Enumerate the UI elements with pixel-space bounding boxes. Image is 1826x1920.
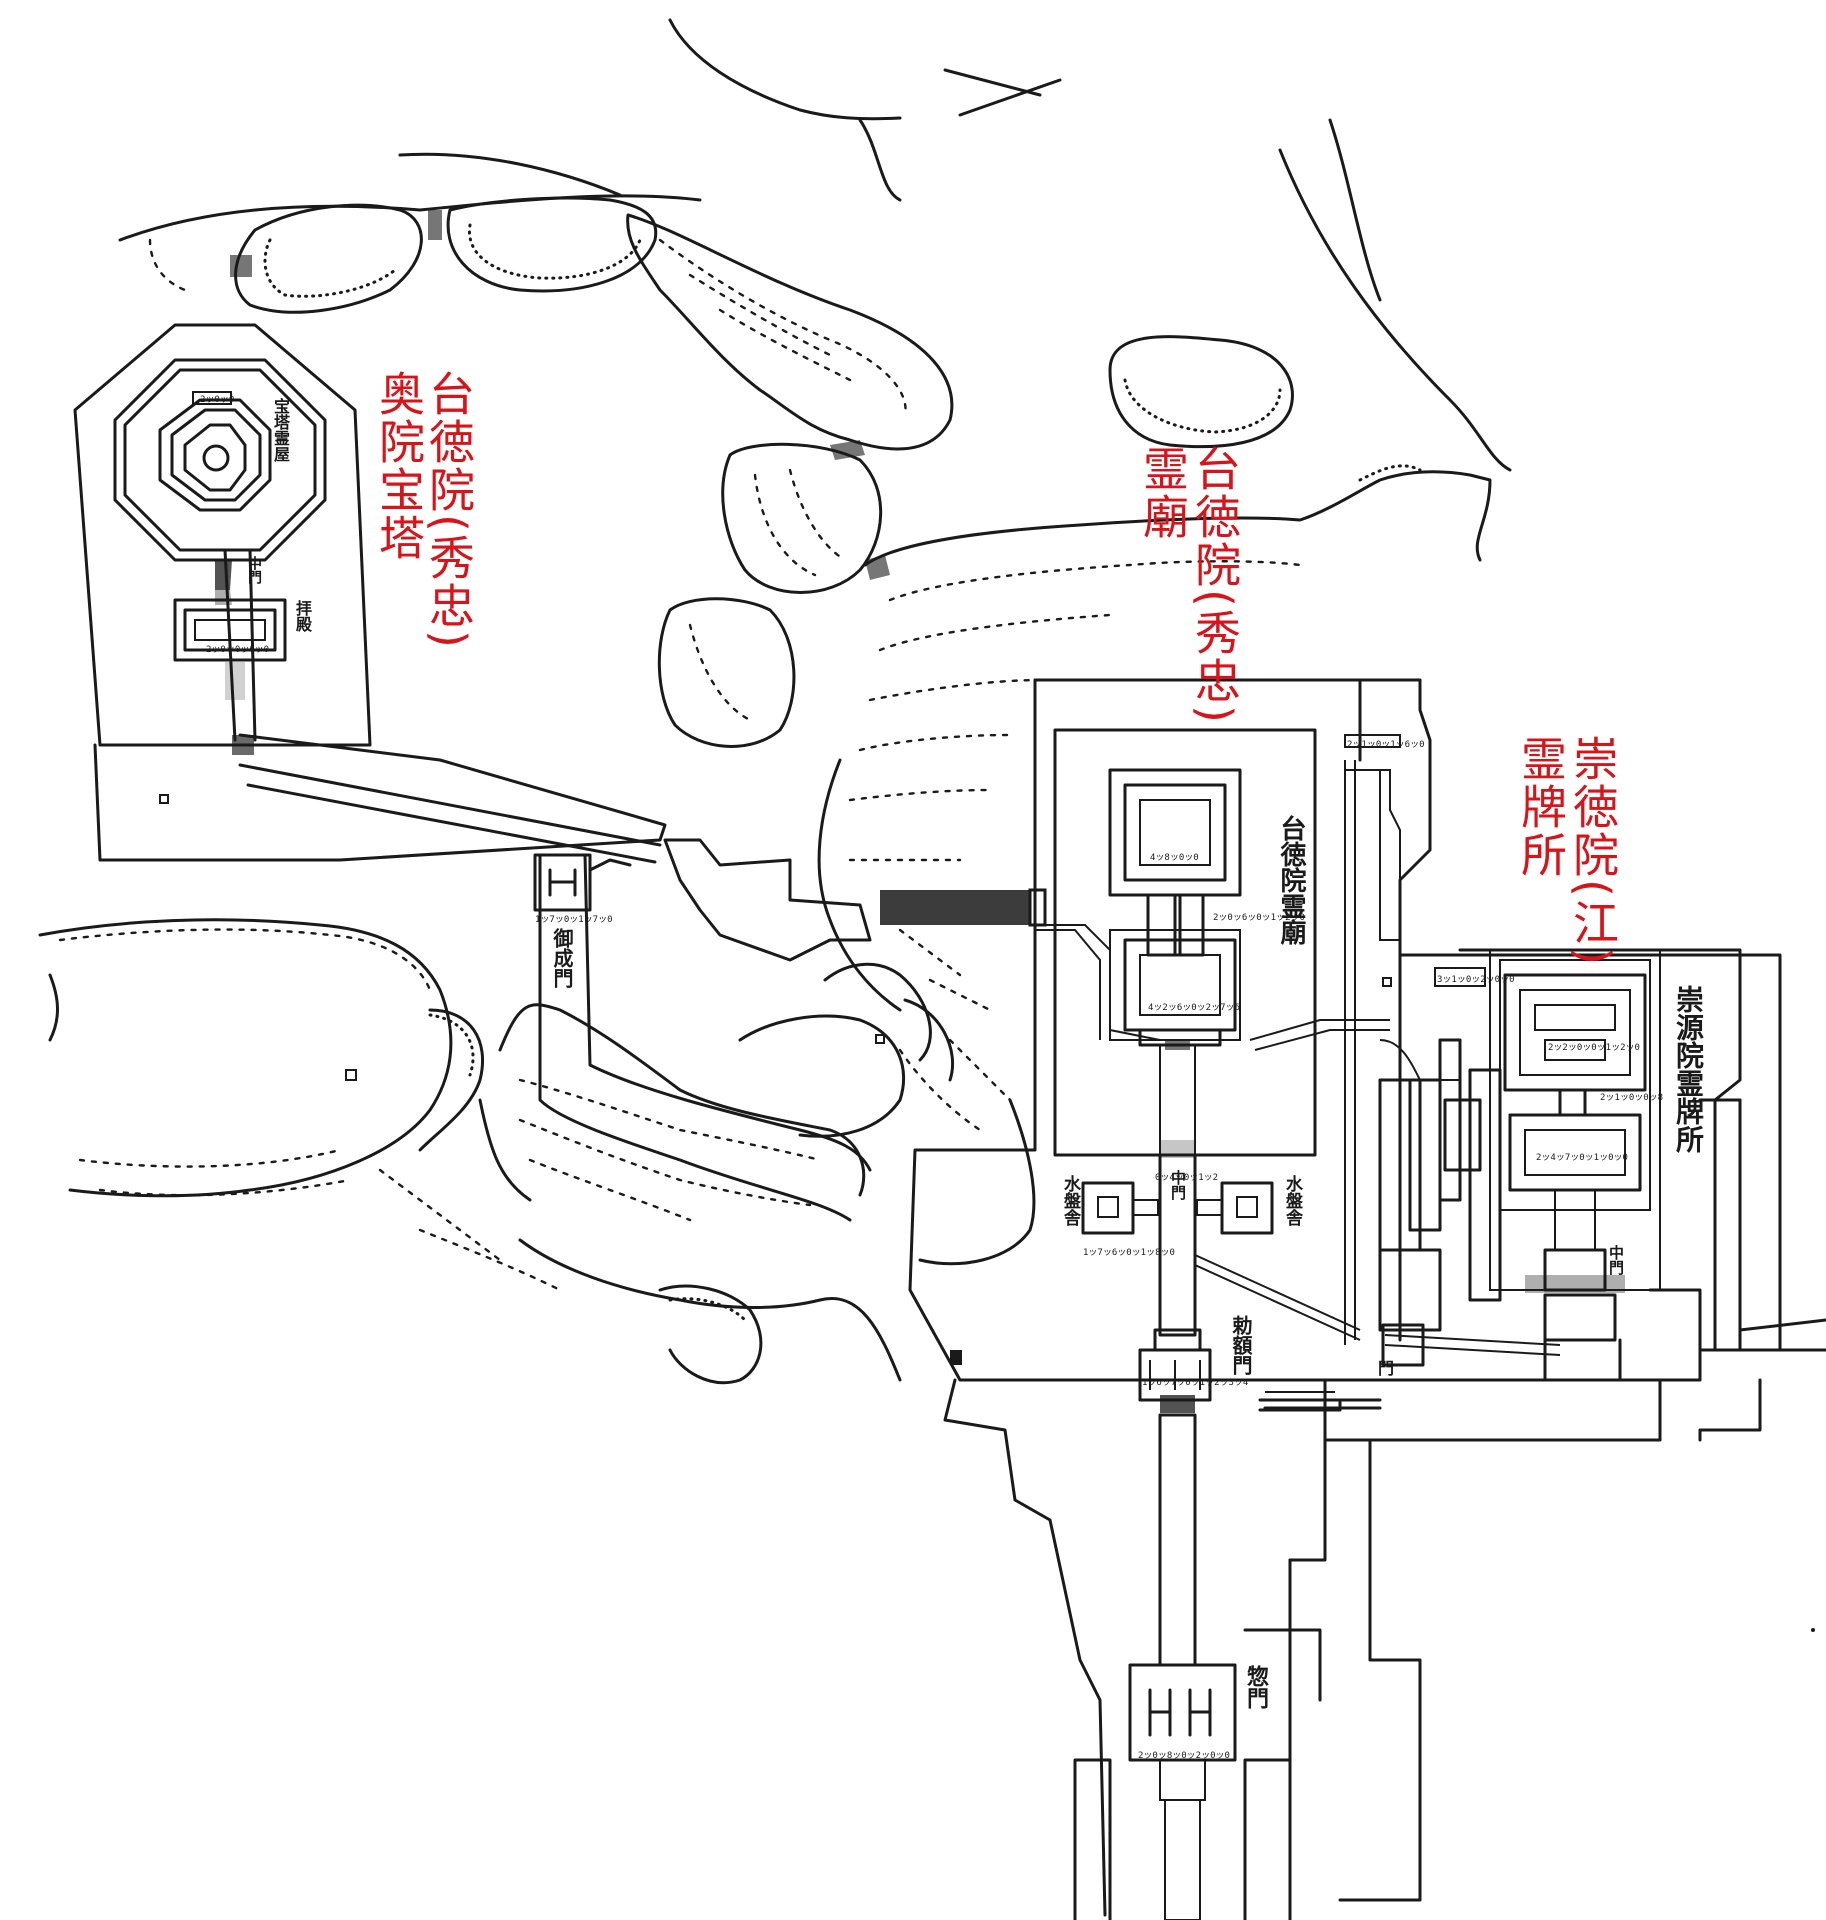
- reibyo: [1081, 734, 1401, 1920]
- label-taitokuin-reibyo: 台徳院霊廟: [1276, 815, 1306, 945]
- label-so-mon: 惣門: [1243, 1665, 1269, 1709]
- label-chumon: 中門: [1169, 1170, 1187, 1200]
- dim-onari: 1ッ7ッ0ッ1ッ7ッ0: [535, 915, 613, 925]
- label-hoto-reioku: 宝塔霊屋: [271, 398, 290, 462]
- dim-chokugaku: 1ッ6ッ7ッ0ッ1ッ2ッ3ッ4: [1142, 1378, 1249, 1388]
- walls: [73, 323, 1826, 1920]
- dim-reibyo-ainoma: 2ッ0ッ6ッ0ッ1ッ2ッ0: [1213, 913, 1305, 923]
- dim-sugen-hall: 3ッ1ッ0ッ2ッ0ッ0: [1437, 975, 1515, 985]
- label-okunoin-chumon: 中門: [246, 556, 262, 584]
- label-haiden: 拝殿: [293, 600, 312, 632]
- dim-okunoin-top: 2ッ0ッ0: [200, 395, 235, 405]
- dim-haiden: 2ッ0ッ0ッ6ッ0: [206, 645, 270, 655]
- dim-sugen-honden: 2ッ2ッ0ッ0ッ1ッ2ッ0: [1548, 1043, 1640, 1053]
- onari-mon: [533, 853, 632, 912]
- dim-storehouse: 2ッ1ッ0ッ1ッ6ッ0: [1347, 740, 1425, 750]
- dim-chumon: 0ッ4ッ0ッ1ッ2: [1155, 1173, 1219, 1183]
- annotation-okunoin-col2: 奥院宝塔: [372, 370, 426, 562]
- dim-reibyo-honden: 4ッ8ッ0ッ0: [1150, 853, 1199, 863]
- label-mizuya-west: 水盤舎: [1060, 1175, 1080, 1226]
- label-mizuya-east: 水盤舎: [1282, 1175, 1302, 1226]
- dim-somon: 2ッ0ッ8ッ0ッ2ッ0ッ0: [1138, 1751, 1230, 1761]
- annotation-reibyo-col1: 台徳院(秀忠): [1188, 445, 1242, 725]
- label-chokugaku-mon: 勅額門: [1229, 1315, 1253, 1375]
- dim-sugen-chumon: 2ッ1ッ0ッ0ッ8: [1600, 1093, 1664, 1103]
- dim-mizuya: 1ッ7ッ6ッ0ッ1ッ8ッ0: [1083, 1248, 1175, 1258]
- annotation-sugen-col1: 崇徳院(江): [1566, 735, 1620, 967]
- terrain: [38, 18, 1512, 1385]
- annotation-okunoin-col1: 台徳院(秀忠): [422, 370, 476, 650]
- annotation-sugen-col2: 霊牌所: [1514, 735, 1568, 879]
- okunoin-hoto: [113, 358, 327, 804]
- misc-marks: [875, 464, 1815, 1632]
- dim-sugen-haiden: 2ッ4ッ7ッ0ッ1ッ0ッ0: [1536, 1153, 1628, 1163]
- sugenin: [1381, 949, 1702, 1382]
- label-sugenin-reihaisho: 崇源院霊牌所: [1672, 985, 1705, 1153]
- label-sugen-chumon: 中門: [1607, 1245, 1625, 1275]
- label-sugen-mon: 門: [1375, 1360, 1394, 1376]
- dim-reibyo-haiden: 4ッ2ッ6ッ0ッ2ッ7ッ6: [1148, 1003, 1240, 1013]
- annotation-reibyo-col2: 霊廟: [1136, 445, 1190, 541]
- label-onari-mon: 御成門: [550, 928, 574, 988]
